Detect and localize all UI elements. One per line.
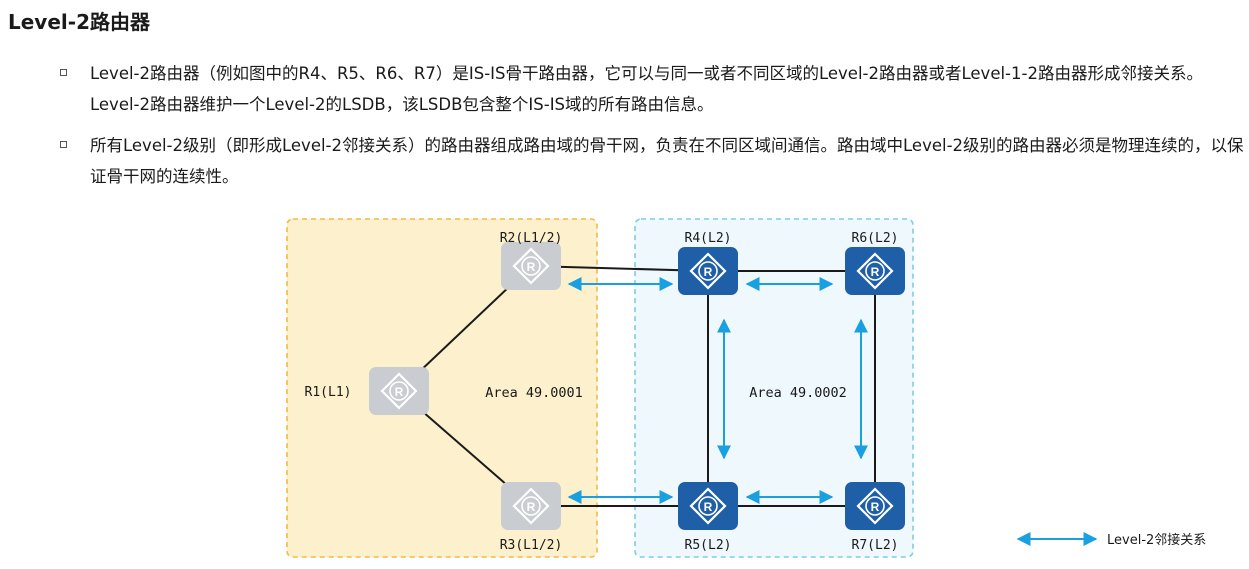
- router-label: R3(L1/2): [500, 538, 563, 553]
- legend: Level-2邻接关系: [1016, 532, 1206, 548]
- router-icon: R: [369, 367, 429, 415]
- bullet-item: Level-2路由器（例如图中的R4、R5、R6、R7）是IS-IS骨干路由器，…: [60, 58, 1245, 120]
- router-node: R R1(L1): [305, 367, 429, 415]
- router-label: R4(L2): [685, 231, 732, 246]
- area-label: Area 49.0002: [749, 385, 847, 401]
- router-label: R7(L2): [852, 538, 899, 553]
- bullet-square-icon: [60, 141, 67, 148]
- router-label: R6(L2): [852, 231, 899, 246]
- svg-text:R: R: [527, 500, 536, 514]
- svg-text:R: R: [704, 265, 713, 279]
- router-icon: R: [845, 482, 905, 530]
- svg-text:R: R: [527, 260, 536, 274]
- area-box: [634, 218, 914, 558]
- area-box: [286, 218, 598, 558]
- page-title: Level-2路由器: [8, 10, 150, 34]
- router-node: R R6(L2): [845, 231, 905, 295]
- area-label: Area 49.0001: [485, 385, 583, 401]
- router-label: R1(L1): [305, 385, 352, 400]
- router-label: R2(L1/2): [500, 231, 563, 246]
- router-icon: R: [845, 247, 905, 295]
- svg-text:R: R: [871, 500, 880, 514]
- router-node: R R3(L1/2): [500, 482, 563, 553]
- router-node: R R4(L2): [678, 231, 738, 295]
- router-icon: R: [678, 247, 738, 295]
- bullet-item: 所有Level-2级别（即形成Level-2邻接关系）的路由器组成路由域的骨干网…: [60, 130, 1245, 192]
- area-region: Area 49.0001: [286, 218, 598, 558]
- bullet-list: Level-2路由器（例如图中的R4、R5、R6、R7）是IS-IS骨干路由器，…: [60, 58, 1245, 202]
- router-icon: R: [501, 482, 561, 530]
- router-icon: R: [501, 242, 561, 290]
- bullet-square-icon: [60, 69, 67, 76]
- router-node: R R2(L1/2): [500, 231, 563, 290]
- router-node: R R5(L2): [678, 482, 738, 553]
- svg-text:R: R: [704, 500, 713, 514]
- svg-text:R: R: [871, 265, 880, 279]
- router-label: R5(L2): [685, 538, 732, 553]
- router-icon: R: [678, 482, 738, 530]
- router-node: R R7(L2): [845, 482, 905, 553]
- bullet-text: 所有Level-2级别（即形成Level-2邻接关系）的路由器组成路由域的骨干网…: [90, 136, 1244, 186]
- svg-text:R: R: [395, 385, 404, 399]
- legend-label: Level-2邻接关系: [1107, 532, 1206, 548]
- bullet-text: Level-2路由器（例如图中的R4、R5、R6、R7）是IS-IS骨干路由器，…: [90, 64, 1203, 114]
- area-region: Area 49.0002: [634, 218, 914, 558]
